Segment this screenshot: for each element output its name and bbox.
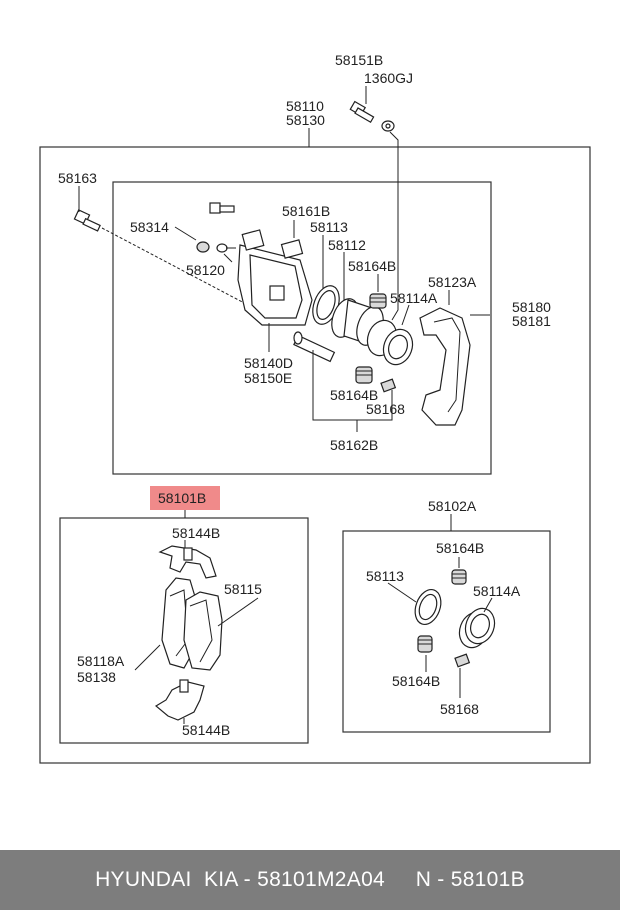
label-58164b-kit-bottom: 58164B [392, 673, 440, 689]
label-58118a: 58118A [77, 653, 125, 669]
label-58168-kit: 58168 [440, 701, 479, 717]
part-number-footer: HYUNDAI KIA - 58101M2A04 N - 58101B [0, 850, 620, 910]
label-58181: 58181 [512, 313, 551, 329]
label-58130: 58130 [286, 112, 325, 128]
label-1360gj: 1360GJ [364, 70, 413, 86]
label-58144b-top: 58144B [172, 525, 220, 541]
brake-pad-outer-part [183, 591, 223, 671]
dust-boot-part [366, 319, 414, 366]
label-58164b-kit-top: 58164B [436, 540, 484, 556]
kit-spring-part [454, 653, 471, 668]
label-58120: 58120 [186, 262, 225, 278]
outer-assembly-frame [39, 146, 591, 764]
pad-kit-frame [59, 517, 309, 744]
piston-part [331, 298, 384, 346]
pad-clip-bottom-part [154, 679, 205, 721]
pin-boot-mid-part [355, 366, 373, 384]
seal-kit-frame [342, 530, 551, 733]
label-58144b-bottom: 58144B [182, 722, 230, 738]
label-58161b: 58161B [282, 203, 330, 219]
label-58112: 58112 [328, 237, 366, 253]
label-58163: 58163 [58, 170, 97, 186]
caliper-assembly-frame [112, 181, 492, 475]
label-58115: 58115 [224, 581, 262, 597]
guide-bolt-part [73, 209, 101, 232]
bleeder-bolt-part [349, 100, 375, 124]
bleeder-screw-part [216, 243, 236, 253]
label-58140d: 58140D [244, 355, 293, 371]
label-58180: 58180 [512, 299, 551, 315]
pad-clip-top-part [158, 545, 217, 579]
label-58114a-kit: 58114A [473, 583, 521, 599]
label-58168-top: 58168 [366, 401, 405, 417]
label-58113-kit: 58113 [366, 568, 404, 584]
caliper-housing-part [237, 229, 313, 326]
caliper-bracket-part [419, 307, 471, 426]
label-58162b: 58162B [330, 437, 378, 453]
spring-part [380, 378, 397, 393]
label-58150e: 58150E [244, 370, 292, 386]
label-58164b-mid: 58164B [330, 387, 378, 403]
kit-boot-top-part [451, 569, 467, 585]
label-58164b-top: 58164B [348, 258, 396, 274]
guide-pin-part [293, 331, 336, 363]
label-58123a: 58123A [428, 274, 477, 290]
label-58114a-top: 58114A [390, 290, 438, 306]
label-58101b: 58101B [158, 490, 206, 506]
label-58102a: 58102A [428, 498, 477, 514]
kit-dust-boot-part [458, 607, 496, 649]
label-58113-top: 58113 [310, 219, 348, 235]
washer-part [381, 120, 395, 132]
pin-boot-part [369, 293, 387, 309]
brake-caliper-diagram: 58151B 1360GJ 58110 58130 58163 58161B 5… [39, 52, 591, 764]
highlight-box [150, 486, 220, 510]
kit-boot-bottom-part [417, 635, 433, 653]
label-58314: 58314 [130, 219, 169, 235]
kit-seal-ring-part [414, 588, 442, 626]
bolt-58314-part [209, 202, 235, 214]
label-58151b: 58151B [335, 52, 383, 68]
label-58110: 58110 [286, 98, 324, 114]
piston-seal-ring-part [312, 285, 340, 325]
label-58138: 58138 [77, 669, 116, 685]
